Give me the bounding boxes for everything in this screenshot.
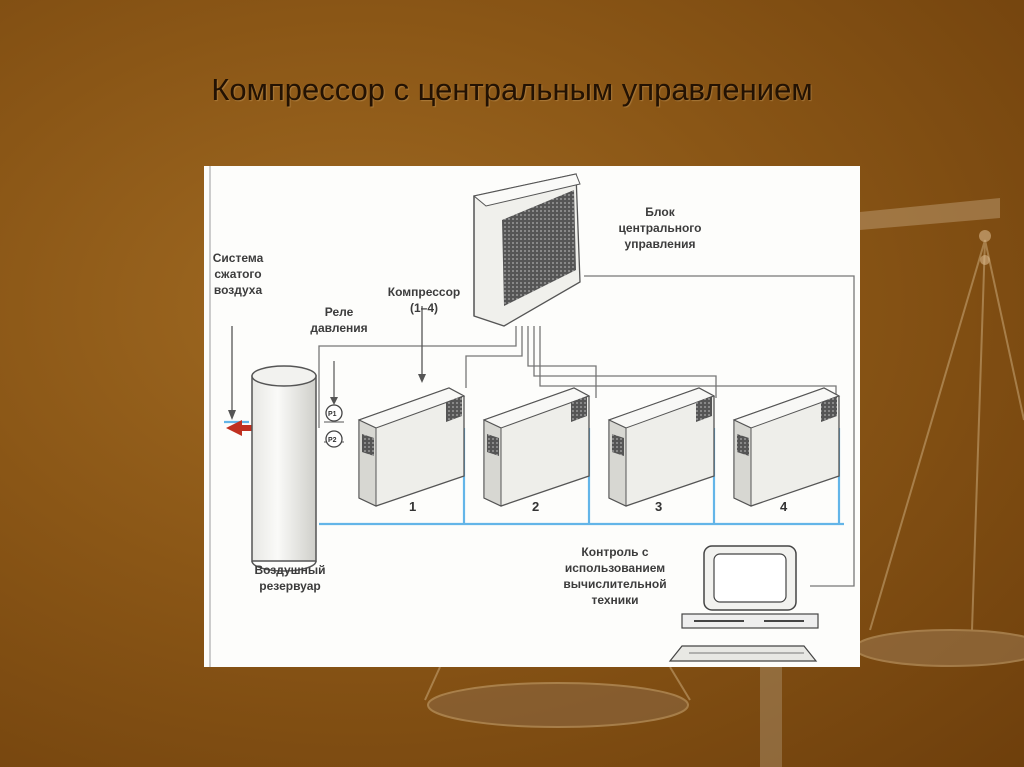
compressor-number-4: 4 xyxy=(780,499,788,514)
svg-text:P2: P2 xyxy=(328,437,337,444)
label-computer-control: Контроль с использованием вычислительной… xyxy=(563,545,667,607)
compressor-3 xyxy=(607,387,716,507)
diagram-drawing: P1 P2 xyxy=(209,166,855,667)
diagram-figure: P1 P2 xyxy=(204,166,860,667)
compressor-2 xyxy=(482,387,591,507)
label-pressure-relay: Реле давления xyxy=(310,305,368,335)
control-wires xyxy=(318,275,855,587)
compressor-4 xyxy=(732,387,841,507)
pressure-gauge-p2: P2 xyxy=(325,430,343,448)
compressor-number-2: 2 xyxy=(532,499,540,514)
central-control-unit xyxy=(472,173,581,327)
label-air-receiver: Воздушный резервуар xyxy=(254,563,326,593)
air-receiver-tank xyxy=(251,365,317,572)
label-central-control-unit: Блок центрального управления xyxy=(618,205,702,251)
air-arrow xyxy=(226,326,256,436)
compressor-1 xyxy=(357,387,466,507)
computer-terminal xyxy=(668,545,819,662)
label-compressor: Компрессор (1–4) xyxy=(387,285,461,315)
label-compressed-air-system: Система сжатого воздуха xyxy=(212,251,264,297)
slide-title: Компрессор с центральным управлением xyxy=(211,72,813,107)
compressor-number-3: 3 xyxy=(655,499,663,514)
svg-text:P1: P1 xyxy=(328,411,337,418)
compressor-number-1: 1 xyxy=(409,499,417,514)
pressure-gauge-p1: P1 xyxy=(325,404,343,422)
